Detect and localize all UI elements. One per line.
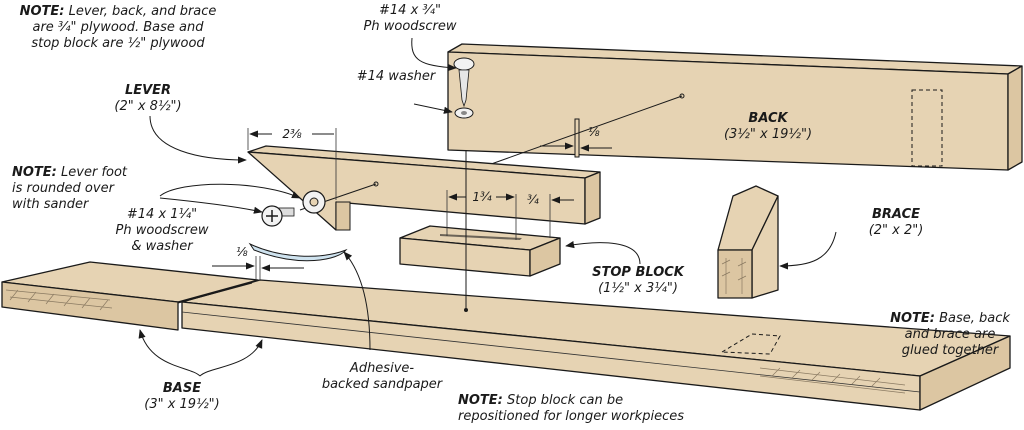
sandpaper-strip — [248, 242, 348, 262]
label-stop-block: STOP BLOCK (1½" x 3¼") — [592, 265, 685, 296]
lever-washer-icon — [302, 190, 326, 214]
svg-text:BACK: BACK — [748, 111, 788, 126]
svg-text:Ph woodscrew: Ph woodscrew — [116, 223, 209, 238]
stop-block-part — [399, 150, 561, 308]
brace-part — [717, 185, 779, 299]
label-base: BASE (3" x 19½") — [144, 381, 219, 412]
svg-text:BASE: BASE — [163, 381, 201, 396]
note-prefix: NOTE: — [20, 4, 65, 19]
svg-text:NOTE: Lever, back, and brace: NOTE: Lever, back, and brace — [20, 4, 217, 19]
svg-text:glued together: glued together — [902, 343, 1000, 358]
svg-text:and brace are: and brace are — [905, 327, 996, 342]
label-lever-screw: #14 x 1¼" Ph woodscrew & washer — [116, 207, 209, 254]
dim-back-kerf: ⅛ — [588, 125, 600, 139]
svg-text:#14 x ¾": #14 x ¾" — [379, 3, 441, 18]
svg-text:Ph woodscrew: Ph woodscrew — [364, 19, 457, 34]
svg-text:#14 x 1¼": #14 x 1¼" — [127, 207, 197, 222]
svg-text:(3" x 19½"): (3" x 19½") — [144, 397, 219, 412]
note-stop-block: NOTE: Stop block can be repositioned for… — [458, 393, 684, 424]
label-top-washer: #14 washer — [357, 69, 437, 84]
svg-text:repositioned for longer workpi: repositioned for longer workpieces — [458, 409, 684, 424]
note-glued: NOTE: Base, back and brace are glued tog… — [890, 311, 1010, 358]
svg-text:(2" x 8½"): (2" x 8½") — [114, 99, 181, 114]
label-back: BACK (3½" x 19½") — [724, 111, 812, 142]
base-part — [1, 261, 1011, 411]
svg-text:LEVER: LEVER — [125, 83, 171, 98]
svg-text:(1½" x 3¼"): (1½" x 3¼") — [598, 281, 678, 296]
svg-text:with sander: with sander — [12, 197, 90, 212]
svg-text:(3½" x 19½"): (3½" x 19½") — [724, 127, 812, 142]
svg-text:are ¾" plywood. Base and: are ¾" plywood. Base and — [32, 20, 204, 35]
svg-text:STOP BLOCK: STOP BLOCK — [592, 265, 685, 280]
lever-screw-icon — [261, 205, 295, 227]
svg-text:Adhesive-: Adhesive- — [349, 361, 414, 376]
svg-text:BRACE: BRACE — [872, 207, 920, 222]
svg-text:& washer: & washer — [131, 239, 194, 254]
svg-text:backed sandpaper: backed sandpaper — [322, 377, 444, 392]
top-screw-icon — [453, 57, 475, 108]
svg-text:NOTE: Stop block can be: NOTE: Stop block can be — [458, 393, 623, 408]
svg-text:NOTE: Lever foot: NOTE: Lever foot — [12, 165, 128, 180]
dim-lever-foot-width: 2⅜ — [282, 127, 302, 141]
label-lever: LEVER (2" x 8½") — [114, 83, 181, 114]
note-lever-foot: NOTE: Lever foot is rounded over with sa… — [12, 165, 128, 212]
svg-text:(2" x 2"): (2" x 2") — [869, 223, 924, 238]
label-top-screw: #14 x ¾" Ph woodscrew — [364, 3, 457, 34]
svg-text:NOTE: Base, back: NOTE: Base, back — [890, 311, 1010, 326]
dim-base-gap: ⅛ — [236, 245, 248, 259]
label-brace: BRACE (2" x 2") — [869, 207, 924, 238]
dim-slot-length: 1¾ — [472, 190, 492, 204]
dim-slot-offset: ¾ — [527, 193, 539, 207]
svg-text:is rounded over: is rounded over — [12, 181, 116, 196]
top-washer-icon — [454, 107, 474, 119]
svg-text:stop block are ½" plywood: stop block are ½" plywood — [31, 36, 205, 51]
note-plywood: NOTE: Lever, back, and brace are ¾" plyw… — [20, 4, 217, 51]
back-part — [447, 43, 1023, 171]
lever-part — [247, 145, 601, 231]
label-sandpaper: Adhesive- backed sandpaper — [322, 361, 444, 392]
